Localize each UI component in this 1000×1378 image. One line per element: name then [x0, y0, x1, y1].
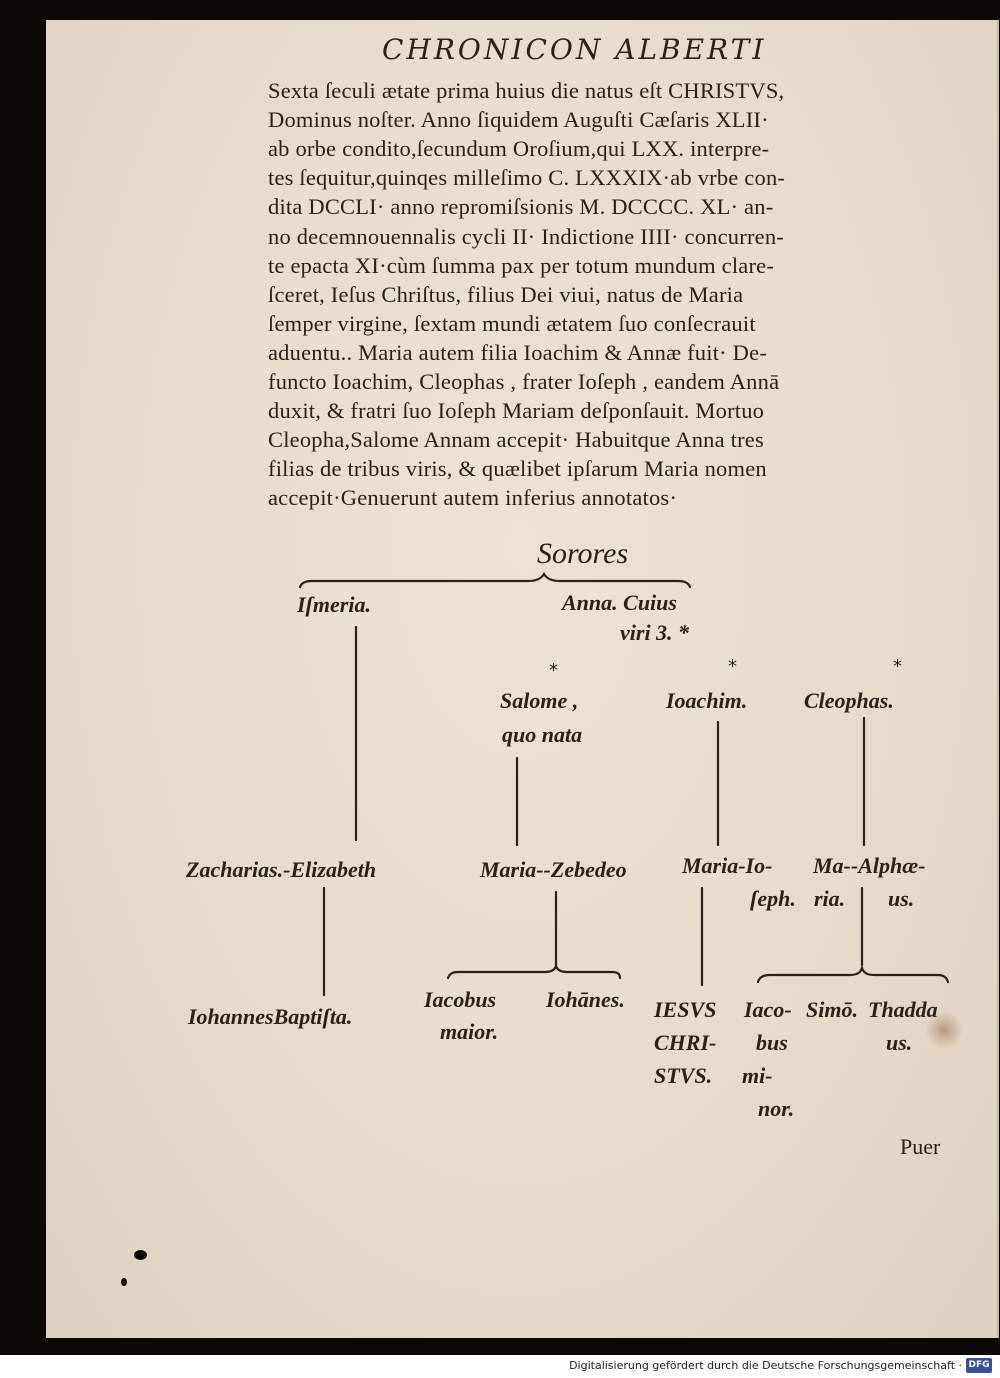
johannes-baptista-label: IohannesBaptiſta. [188, 1004, 353, 1029]
jacobus-minor-line2: bus [756, 1030, 788, 1055]
jesus-christus-line1: IESVS [654, 997, 717, 1022]
paper-stain [925, 1010, 963, 1050]
catchword: Puer [900, 1134, 941, 1159]
jacobus-minor-line3: mi- [742, 1063, 773, 1088]
simon-label: Simō. [806, 997, 858, 1022]
maria-alphaeus-label-ma: Ma--Alphæ- [813, 853, 926, 878]
salome-label-line1: Salome , [500, 688, 579, 713]
jacobus-maior-line1: Iacobus [424, 987, 497, 1012]
jacobus-minor-line4: nor. [758, 1096, 795, 1121]
body-line: accepit·Genuerunt autem inferius annotat… [268, 485, 678, 510]
body-line: ſemper virgine, ſextam mundi ætatem ſuo … [268, 311, 756, 336]
maria-alphaeus-label-ria: ria. [814, 886, 846, 911]
jacobus-minor-line1: Iaco- [744, 997, 792, 1022]
jesus-christus-line2: CHRI- [654, 1030, 717, 1055]
body-line: no decemnouennalis cycli II· Indictione … [268, 224, 784, 249]
ismeria-label: Iſmeria. [297, 592, 371, 617]
cleophas-label: Cleophas. [804, 688, 894, 713]
body-line: Cleopha,Salome Annam accepit· Habuitque … [268, 427, 764, 452]
thaddaeus-line2: us. [886, 1030, 913, 1055]
body-line: filias de tribus viris, & quælibet ipſar… [268, 456, 767, 481]
running-head: CHRONICON ALBERTI [382, 33, 767, 66]
johannes-label: Iohānes. [546, 987, 625, 1012]
maria-joseph-label-line1: Maria-Io- [682, 853, 773, 878]
thaddaeus-line1: Thadda [868, 997, 938, 1022]
body-line: ab orbe condito,ſecundum Oroſium,qui LXX… [268, 136, 770, 161]
anna-label-line1: Anna. Cuius [562, 590, 677, 615]
tree-heading-sorores: Sorores [537, 537, 629, 570]
joachim-label: Ioachim. [666, 688, 748, 713]
star-mark: * [893, 656, 902, 677]
body-line: dita DCCLI· anno repromiſsionis M. DCCCC… [268, 194, 774, 219]
digitization-footer: Digitalisierung gefördert durch die Deut… [0, 1355, 1000, 1378]
body-line: duxit, & fratri ſuo Ioſeph Mariam deſpon… [268, 398, 765, 423]
ink-spot [134, 1250, 147, 1260]
body-line: ſceret, Ieſus Chriſtus, filius Dei viui,… [268, 282, 744, 307]
star-mark: * [728, 656, 737, 677]
footer-credit: Digitalisierung gefördert durch die Deut… [569, 1359, 962, 1372]
body-line: Sexta ſeculi ætate prima huius die natus… [268, 78, 785, 103]
body-line: te epacta XI·cùm ſumma pax per totum mun… [268, 253, 775, 278]
salome-label-line2: quo nata [502, 722, 583, 747]
body-line: Dominus noſter. Anno ſiquidem Auguſti Cæ… [268, 107, 769, 132]
star-mark: * [549, 660, 558, 681]
maria-alphaeus-label-us: us. [888, 886, 915, 911]
maria-zebedeo-label: Maria--Zebedeo [480, 857, 627, 882]
zacharias-elizabeth-label: Zacharias.-Elizabeth [186, 857, 377, 882]
book-page [46, 20, 999, 1338]
anna-label-line2: viri 3. * [620, 620, 690, 645]
ink-spot [121, 1278, 127, 1286]
body-line: tes ſequitur,quinqes milleſimo C. LXXXIX… [268, 165, 786, 190]
body-line: aduentu.. Maria autem filia Ioachim & An… [268, 340, 768, 365]
jesus-christus-line3: STVS. [654, 1063, 713, 1088]
dfg-logo: DFG [966, 1358, 992, 1373]
body-line: functo Ioachim, Cleophas , frater Ioſeph… [268, 369, 780, 394]
jacobus-maior-line2: maior. [440, 1019, 499, 1044]
maria-joseph-label-line2: ſeph. [750, 886, 796, 911]
